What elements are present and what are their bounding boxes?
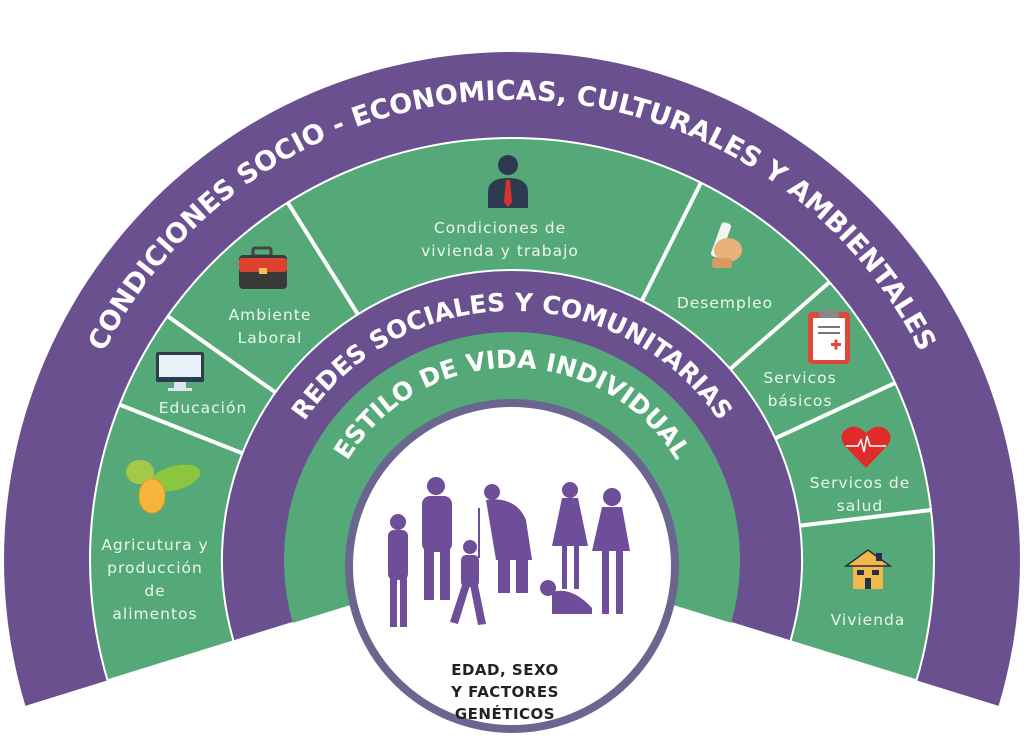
clipboard-medical-icon bbox=[808, 310, 850, 364]
sector-dividers bbox=[118, 181, 932, 528]
handshake-diploma-icon bbox=[710, 222, 742, 268]
sector-ambiente-laboral: Ambiente Laboral bbox=[229, 246, 312, 347]
girl-silhouette bbox=[592, 488, 630, 614]
core-label-line-3: GENÉTICOS bbox=[455, 704, 555, 723]
svg-text:de: de bbox=[144, 582, 165, 600]
sector-divider bbox=[799, 508, 932, 528]
svg-text:producción: producción bbox=[107, 559, 203, 577]
sector-divider bbox=[640, 181, 703, 302]
svg-text:Servicos de: Servicos de bbox=[810, 474, 911, 492]
sector-educacion: Educación bbox=[156, 352, 248, 417]
sector-condiciones-vivienda-trabajo: Condiciones de vivienda y trabajo bbox=[421, 155, 579, 260]
svg-text:Educación: Educación bbox=[159, 399, 248, 417]
sector-divider bbox=[286, 201, 360, 316]
core-label-line-2: Y FACTORES bbox=[450, 683, 559, 701]
sector-divider bbox=[118, 402, 244, 456]
svg-text:Agricutura y: Agricutura y bbox=[101, 536, 208, 554]
monitor-icon bbox=[156, 352, 204, 391]
sector-agricultura: Agricutura y producción de alimentos bbox=[101, 460, 208, 623]
svg-text:alimentos: alimentos bbox=[112, 605, 197, 623]
svg-text:básicos: básicos bbox=[768, 392, 833, 410]
house-icon bbox=[843, 549, 893, 589]
sector-divider bbox=[728, 280, 831, 371]
elder-silhouette bbox=[478, 484, 532, 593]
baby-silhouette bbox=[540, 580, 592, 614]
sector-vivienda: Vivienda bbox=[831, 549, 906, 629]
sector-divider bbox=[166, 314, 277, 395]
sector-divider bbox=[774, 381, 896, 441]
svg-text:vivienda y trabajo: vivienda y trabajo bbox=[421, 242, 579, 260]
svg-text:salud: salud bbox=[837, 497, 884, 515]
svg-text:Ambiente: Ambiente bbox=[229, 306, 312, 324]
svg-text:Vivienda: Vivienda bbox=[831, 611, 906, 629]
woman-silhouette bbox=[552, 482, 588, 589]
heart-pulse-icon bbox=[841, 426, 891, 468]
man-silhouette bbox=[422, 477, 452, 600]
worker-icon bbox=[488, 155, 528, 208]
briefcase-icon bbox=[239, 246, 287, 289]
child-silhouette bbox=[450, 540, 486, 625]
svg-text:Condiciones de: Condiciones de bbox=[434, 219, 566, 237]
sector-desempleo: Desempleo bbox=[677, 222, 773, 312]
svg-text:Desempleo: Desempleo bbox=[677, 294, 773, 312]
boy-silhouette bbox=[388, 514, 408, 627]
people-silhouettes bbox=[388, 477, 630, 627]
svg-text:Laboral: Laboral bbox=[238, 329, 303, 347]
sector-servicios-salud: Servicos de salud bbox=[810, 426, 911, 515]
core-label-line-1: EDAD, SEXO bbox=[451, 661, 559, 679]
svg-text:Servicos: Servicos bbox=[763, 369, 836, 387]
sector-servicios-basicos: Servicos básicos bbox=[763, 310, 850, 410]
pineapple-icon bbox=[126, 460, 201, 514]
